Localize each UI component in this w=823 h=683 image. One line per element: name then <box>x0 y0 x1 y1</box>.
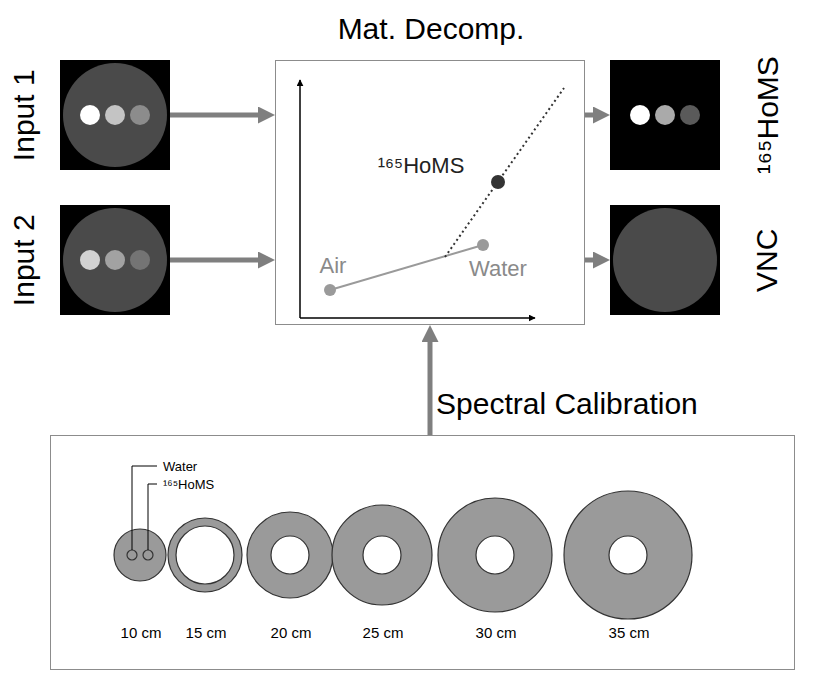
flow-arrow <box>170 258 258 263</box>
flow-arrow <box>585 258 593 263</box>
ct-image <box>610 205 720 315</box>
box-title: Mat. Decomp. <box>338 12 525 47</box>
size-label: 25 cm <box>363 624 404 641</box>
material-label: Air <box>320 253 347 278</box>
flow-arrow <box>170 113 258 118</box>
material-label: Water <box>469 256 527 281</box>
input-image: Input 1 <box>60 60 170 170</box>
insert-label: ¹⁶⁵HoMS <box>163 478 214 493</box>
size-label: 15 cm <box>186 624 227 641</box>
leader-line <box>132 466 157 550</box>
panel-label: ¹⁶⁵HoMS <box>751 56 786 174</box>
size-label: 35 cm <box>609 624 650 641</box>
flow-arrow <box>428 342 433 435</box>
material-label: ¹⁶⁵HoMS <box>378 153 465 178</box>
box-title: Spectral Calibration <box>436 387 698 422</box>
panel-label: VNC <box>751 228 786 291</box>
size-label: 10 cm <box>121 624 162 641</box>
panel-label: Input 1 <box>7 69 42 161</box>
insert-label: Water <box>163 460 197 475</box>
panel-label: Input 2 <box>7 214 42 306</box>
ct-image <box>610 60 720 170</box>
flow-arrow <box>585 113 593 118</box>
size-label: 30 cm <box>476 624 517 641</box>
ct-image <box>60 60 170 170</box>
calibration-phantoms <box>114 491 692 619</box>
output-image: VNC <box>610 205 720 315</box>
calibration-box: Spectral CalibrationWater¹⁶⁵HoMS10 cm15 … <box>50 435 795 670</box>
size-label: 20 cm <box>271 624 312 641</box>
ct-image <box>60 205 170 315</box>
decomposition-plot <box>300 80 564 318</box>
output-image: ¹⁶⁵HoMS <box>610 60 720 170</box>
input-image: Input 2 <box>60 205 170 315</box>
decomposition-box: Mat. Decomp.¹⁶⁵HoMSAirWater <box>275 60 585 325</box>
